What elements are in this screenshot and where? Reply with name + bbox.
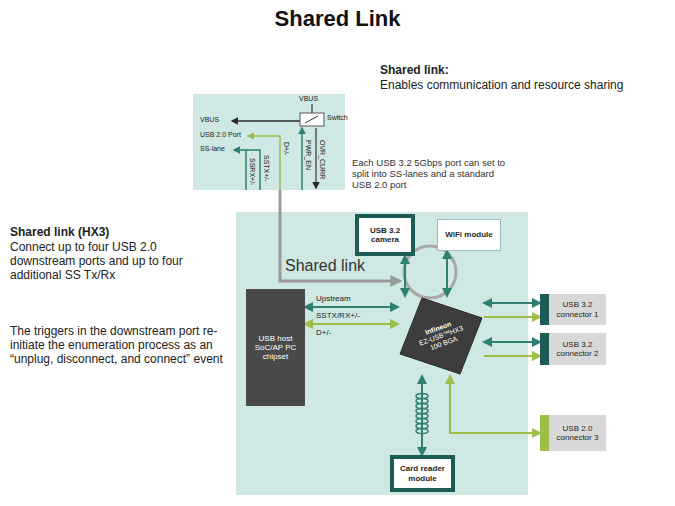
note-text: The triggers in the downstream port re-i… [10,325,232,366]
port-inset [193,94,345,190]
box-text: Card reader module [397,464,448,482]
signal-name: USB 2.0 Port [200,131,241,139]
signal-name: SSTX/RX+/- [316,311,360,320]
signal-name: VBUS [200,116,219,124]
note-text: Connect up to four USB 2.0 downstream po… [10,241,202,282]
signal-connector [305,323,398,325]
signal-connector [421,376,423,455]
signal-connector [404,256,406,296]
note-heading: Shared link: [380,64,665,78]
switch-blade [305,116,318,123]
signal-connector [484,355,540,357]
pwr-en-wire [301,128,303,190]
signal-connector [446,251,448,296]
signal-connector [484,316,540,318]
signal-name: D+/- [282,142,290,155]
signal-name: D+/- [316,328,331,337]
signal-name: Upstream [316,294,351,303]
signal-name: SSRX+/- [248,158,256,185]
signal-connector [484,302,540,304]
note-text: Enables communication and resource shari… [380,79,672,93]
ss-wire [234,150,260,190]
signal-name: SS-lane [200,145,225,153]
device-box: USB 3.2 camera [355,214,415,256]
host-box: USB host SoC/AP PC chipset [246,289,305,406]
usb2-wire [248,136,280,190]
box-text: USB host SoC/AP PC chipset [249,334,302,362]
note-heading: Shared link (HX3) [10,226,232,240]
device-box: Card reader module [390,455,455,492]
signal-connector [484,341,540,343]
signal-name: PWR_EN [304,140,312,170]
port-connector: USB 2.0 connector 3 [540,415,606,451]
region-label: Shared link [285,257,365,275]
box-text: WiFi module [445,230,492,239]
part-name: Switch [327,114,348,122]
hub-chip: InfineonEZ-USB™HX3100 BGA [398,296,484,376]
device-box: WiFi module [437,219,501,251]
ss-wire [245,150,247,190]
switch-symbol [300,113,324,126]
signal-connector [450,376,540,433]
port-connector: USB 3.2 connector 2 [540,333,606,365]
ovr-curr-wire [315,128,317,188]
note-text: Each USB 3.2 5Gbps port can set to split… [352,158,512,191]
box-text: USB 2.0 connector 3 [552,424,603,442]
signal-name: VBUS [299,95,318,103]
signal-connector [305,306,398,308]
port-connector: USB 3.2 connector 1 [540,294,606,325]
signal-name: OVR_CURR [318,140,326,179]
signal-name: SSTX+/- [262,155,270,182]
box-text: USB 3.2 connector 1 [552,300,603,318]
vbus-wire [311,104,313,113]
vbus-wire [232,120,300,122]
box-text: USB 3.2 camera [362,226,408,244]
box-text: USB 3.2 connector 2 [552,340,603,358]
title: Shared Link [0,6,675,31]
